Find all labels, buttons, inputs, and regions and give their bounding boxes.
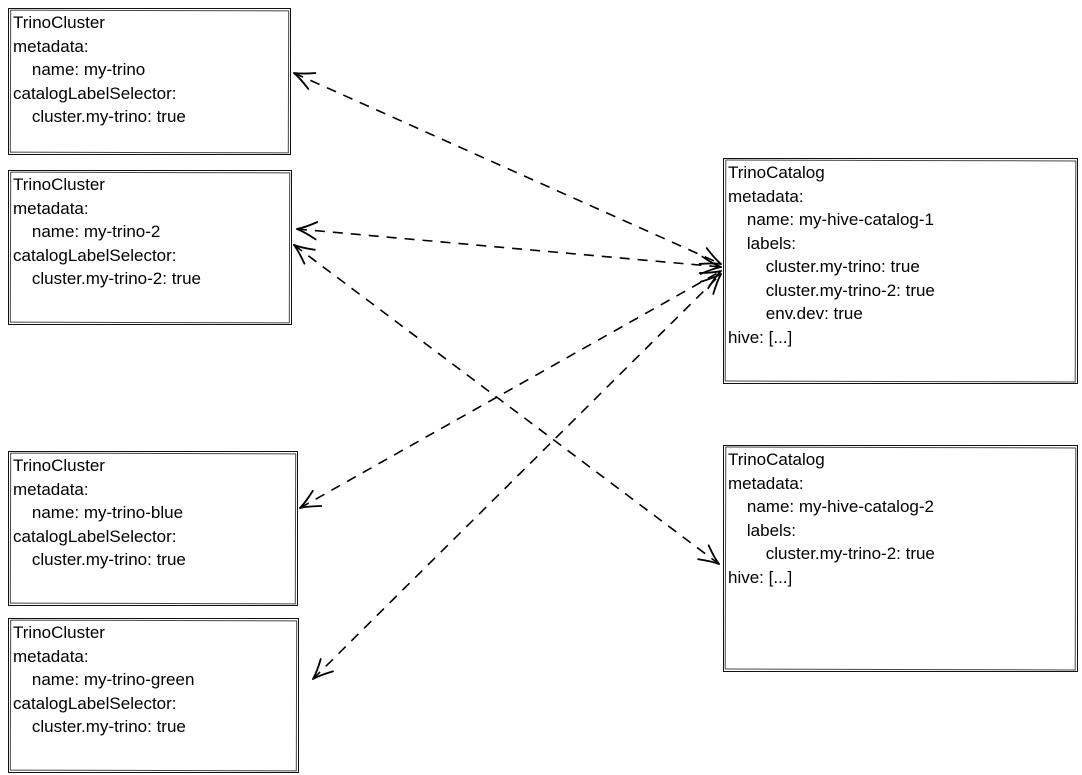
yaml-line: catalogLabelSelector: [13,693,177,713]
node-trinocluster-my-trino: TrinoCluster metadata: name: my-trino ca… [8,8,291,155]
yaml-line: cluster.my-trino: true [728,257,920,276]
yaml-line: cluster.my-trino-2: true [13,269,201,288]
node-kind-label: TrinoCluster [13,13,105,32]
yaml-line: labels: [728,520,797,540]
yaml-line: catalogLabelSelector: [13,83,177,103]
yaml-line: name: my-hive-catalog-1 [728,210,934,229]
node-trinocatalog-my-hive-catalog-2: TrinoCatalog metadata: name: my-hive-cat… [723,445,1078,672]
yaml-line: catalogLabelSelector: [13,245,177,265]
yaml-line: metadata: [13,646,89,666]
yaml-line: name: my-hive-catalog-2 [728,497,934,516]
yaml-line: catalogLabelSelector: [13,526,177,546]
yaml-line: metadata: [13,198,89,218]
node-trinocatalog-my-hive-catalog-1: TrinoCatalog metadata: name: my-hive-cat… [723,158,1078,384]
node-kind-label: TrinoCatalog [728,450,825,469]
yaml-line: name: my-trino [13,60,146,79]
node-kind-label: TrinoCatalog [728,163,825,182]
yaml-line: name: my-trino-green [13,670,195,689]
yaml-line: cluster.my-trino-2: true [728,544,935,563]
yaml-line: metadata: [13,479,89,499]
yaml-line: metadata: [728,186,804,206]
yaml-line: labels: [728,233,797,253]
yaml-line: name: my-trino-2 [13,222,161,241]
node-kind-label: TrinoCluster [13,623,105,642]
yaml-line: cluster.my-trino: true [13,717,186,736]
yaml-line: cluster.my-trino-2: true [728,280,935,300]
yaml-line: cluster.my-trino: true [13,107,186,126]
node-trinocluster-my-trino-green: TrinoCluster metadata: name: my-trino-gr… [8,618,299,773]
node-kind-label: TrinoCluster [13,456,105,475]
yaml-line: name: my-trino-blue [13,503,184,522]
node-trinocluster-my-trino-blue: TrinoCluster metadata: name: my-trino-bl… [8,451,298,606]
yaml-line: cluster.my-trino: true [13,550,186,569]
node-trinocluster-my-trino-2: TrinoCluster metadata: name: my-trino-2 … [8,170,292,325]
edge-my-trino-2--my-hive-catalog-2 [293,244,720,565]
node-kind-label: TrinoCluster [13,175,105,194]
yaml-line: metadata: [13,36,89,56]
yaml-line: env.dev: true [728,304,863,323]
edge-my-trino-green--my-hive-catalog-1 [312,273,722,680]
edge-my-trino--my-hive-catalog-1 [293,72,722,265]
yaml-line: hive: [...] [728,567,793,587]
yaml-line: hive: [...] [728,327,793,347]
yaml-line: metadata: [728,473,804,493]
edge-my-trino-blue--my-hive-catalog-1 [299,270,722,509]
